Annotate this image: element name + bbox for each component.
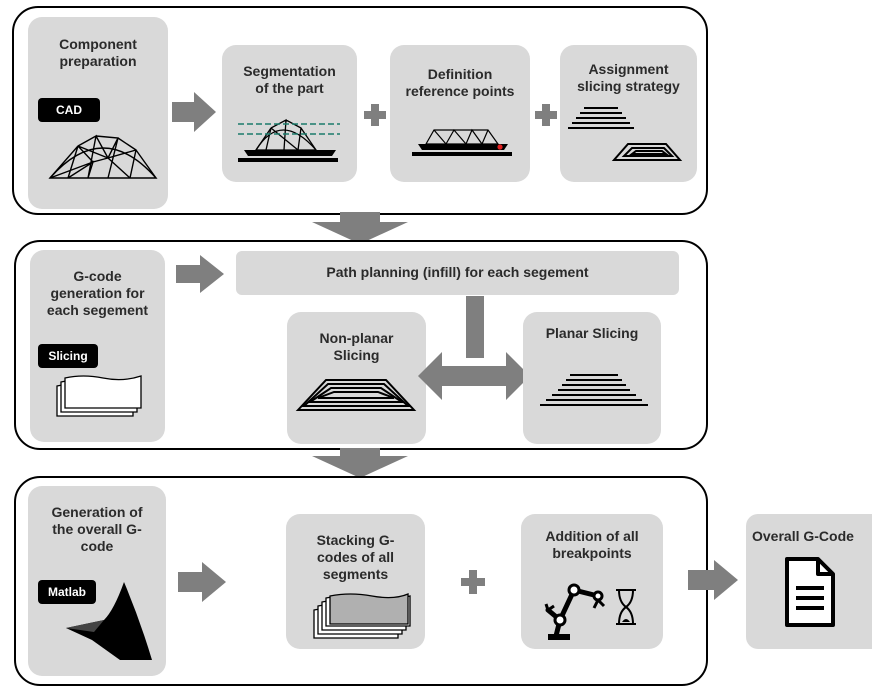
arrow-right-2 — [176, 255, 224, 293]
segmentation-title: Segmentation of the part — [243, 63, 336, 96]
reference-point-icon — [412, 128, 512, 156]
arrow-right-3 — [178, 562, 226, 602]
gcode-generation-title: G-code generation for each segement — [46, 268, 149, 318]
reference-points-title: Definition reference points — [405, 66, 515, 99]
sliced-dome-icon — [238, 118, 340, 162]
matlab-tag: Matlab — [38, 580, 96, 604]
nonplanar-slicing-title: Non-planar Slicing — [319, 330, 394, 363]
arrow-down-1 — [312, 212, 408, 244]
cad-tag: CAD — [38, 98, 100, 122]
path-planning-title: Path planning (infill) for each segement — [326, 264, 589, 280]
box-breakpoints — [521, 514, 663, 649]
hourglass-icon — [616, 589, 636, 625]
layers-icon — [568, 107, 683, 161]
plus-icon-3 — [461, 570, 485, 594]
box-nonplanar-slicing — [287, 312, 426, 444]
overall-gcode-title: Overall G-Code — [752, 528, 854, 544]
nonplanar-layers-icon — [295, 379, 417, 411]
stacking-title: Stacking G- codes of all segments — [316, 532, 395, 582]
planar-layers-icon — [540, 374, 648, 406]
box-path-planning[interactable] — [236, 251, 679, 295]
slicing-strategy-title: Assignment slicing strategy — [577, 61, 680, 94]
breakpoints-title: Addition of all breakpoints — [545, 528, 639, 561]
plus-icon-2 — [535, 104, 557, 126]
document-icon — [785, 557, 835, 627]
arrow-right-1 — [172, 92, 216, 132]
arrow-right-4 — [688, 560, 738, 600]
matlab-logo-icon — [66, 582, 152, 660]
slicing-tag: Slicing — [38, 344, 98, 368]
overall-generation-title: Generation of the overall G- code — [51, 504, 143, 554]
box-reference-points — [390, 45, 530, 182]
stacked-sheets-icon-1 — [56, 375, 142, 417]
arrow-down-2 — [312, 448, 408, 478]
component-preparation-title: Component preparation — [59, 36, 137, 69]
branch-arrow — [418, 296, 530, 400]
plus-icon-1 — [364, 104, 386, 126]
robot-arm-icon — [544, 583, 606, 640]
planar-slicing-title: Planar Slicing — [545, 325, 639, 341]
dome-mesh-icon — [48, 134, 158, 179]
box-planar-slicing — [523, 312, 661, 444]
stacked-sheets-icon — [313, 593, 411, 639]
